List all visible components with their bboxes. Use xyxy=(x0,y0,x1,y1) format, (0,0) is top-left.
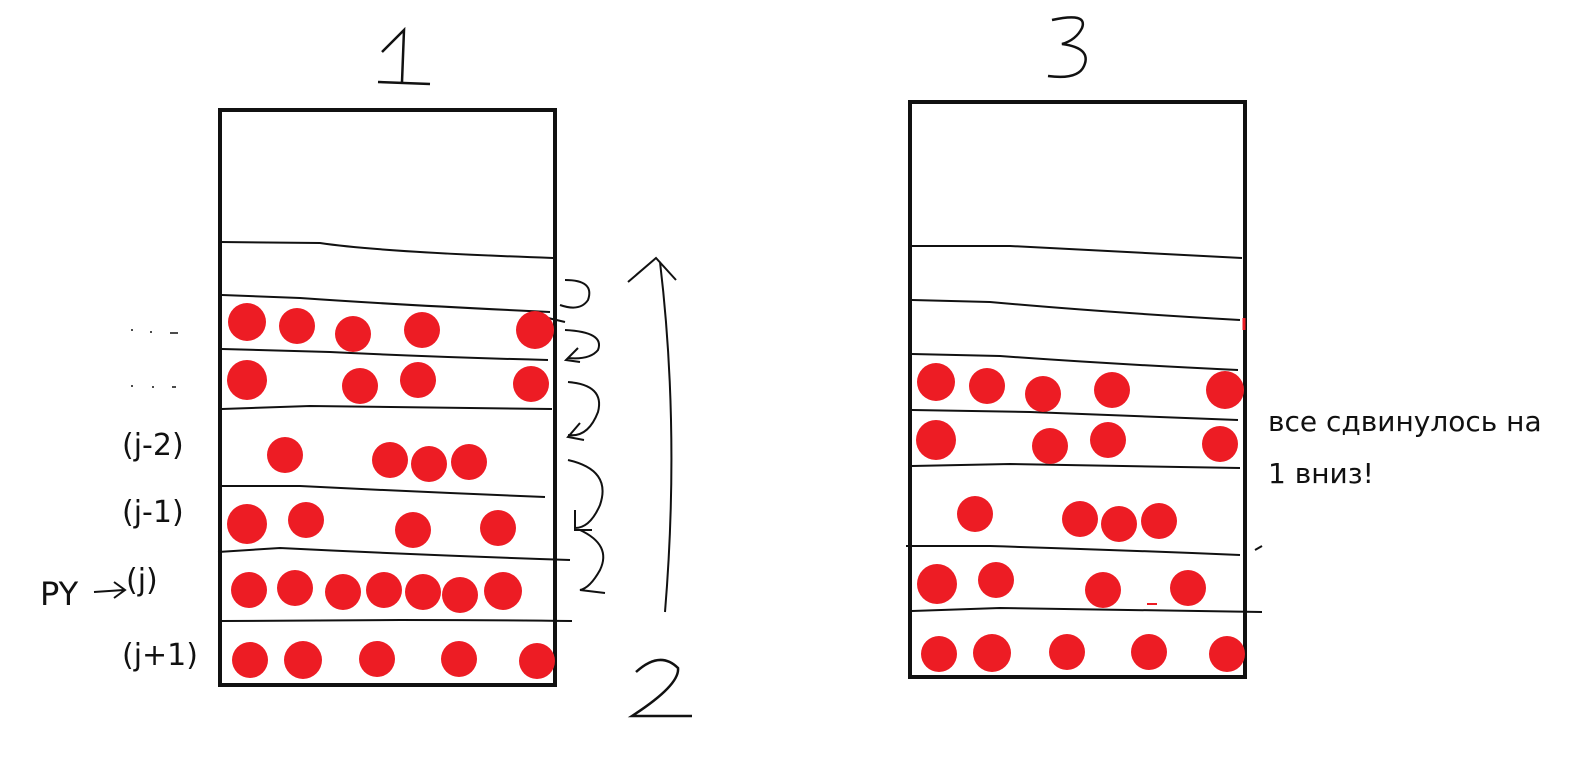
layer-line xyxy=(911,353,1239,371)
layer-line xyxy=(219,241,554,259)
ball xyxy=(232,642,268,678)
ball xyxy=(1094,372,1130,408)
shift-arrow xyxy=(547,279,591,323)
ball xyxy=(916,420,956,460)
ball xyxy=(277,570,313,606)
ball xyxy=(957,496,993,532)
shift-arrow xyxy=(579,529,606,594)
layer-line xyxy=(221,404,553,410)
ball xyxy=(1062,501,1098,537)
ball xyxy=(395,512,431,548)
row-label-j-2: (j-2) xyxy=(122,428,184,463)
ball xyxy=(442,577,478,613)
pointer-arrow xyxy=(93,581,127,599)
layer-line xyxy=(906,545,1263,556)
ball xyxy=(1085,572,1121,608)
ball xyxy=(279,308,315,344)
layer-line xyxy=(911,462,1241,469)
ball xyxy=(1141,503,1177,539)
ball xyxy=(917,564,957,604)
balls xyxy=(227,303,1245,679)
shift-arrow xyxy=(566,381,601,441)
ball xyxy=(969,368,1005,404)
ball xyxy=(372,442,408,478)
ball xyxy=(405,574,441,610)
ball xyxy=(516,311,554,349)
ball xyxy=(1101,506,1137,542)
ball xyxy=(400,362,436,398)
layer-line xyxy=(221,348,549,361)
ball xyxy=(335,316,371,352)
shift-note: все сдвинулось на 1 вниз! xyxy=(1268,396,1578,500)
ball xyxy=(480,510,516,546)
ball xyxy=(227,360,267,400)
shift-note-line-2: 1 вниз! xyxy=(1268,457,1374,490)
ball xyxy=(978,562,1014,598)
ball xyxy=(404,312,440,348)
row-label-j: (j) xyxy=(126,563,158,598)
panel-1-number-stroke xyxy=(377,26,431,86)
upward-arrow xyxy=(627,256,677,613)
shift-arrow xyxy=(563,329,601,363)
ball xyxy=(284,641,322,679)
ball xyxy=(1049,634,1085,670)
ball xyxy=(1206,371,1244,409)
ball xyxy=(411,446,447,482)
step-number-stroke xyxy=(627,658,692,718)
ball xyxy=(1202,426,1238,462)
layer-line xyxy=(222,485,546,498)
row-label-j-1: (j-1) xyxy=(122,495,184,530)
ball xyxy=(921,636,957,672)
ball xyxy=(267,437,303,473)
panel-1-frame xyxy=(218,108,557,687)
ball xyxy=(1131,634,1167,670)
ball xyxy=(1170,570,1206,606)
layer-line xyxy=(221,294,551,313)
ball xyxy=(366,572,402,608)
ball xyxy=(359,641,395,677)
row-label-j+1: (j+1) xyxy=(122,638,198,673)
layer-line xyxy=(910,245,1243,259)
layer-line xyxy=(911,606,1263,613)
layer-line xyxy=(911,409,1239,421)
ball xyxy=(231,572,267,608)
ball xyxy=(288,502,324,538)
ball xyxy=(1025,376,1061,412)
ball xyxy=(441,641,477,677)
panel-3: 3 xyxy=(906,16,1263,679)
ball xyxy=(484,572,522,610)
ball xyxy=(973,634,1011,672)
ball xyxy=(342,368,378,404)
ball xyxy=(513,366,549,402)
ellipsis-marks xyxy=(131,329,178,388)
panel-1: 1 (j-2) (j-1) (j) (j+1) PY xyxy=(40,26,677,687)
layer-line xyxy=(217,546,571,561)
ball xyxy=(1209,636,1245,672)
shift-note-line-1: все сдвинулось на xyxy=(1268,405,1542,438)
shift-arrow xyxy=(567,459,604,531)
ball xyxy=(227,504,267,544)
ball xyxy=(1090,422,1126,458)
ball xyxy=(325,574,361,610)
panel-3-frame xyxy=(908,100,1247,679)
layer-line xyxy=(911,299,1241,321)
pointer-label: PY xyxy=(40,575,79,613)
ball xyxy=(917,363,955,401)
ball xyxy=(519,643,555,679)
ball xyxy=(228,303,266,341)
ball xyxy=(1032,428,1068,464)
layer-line xyxy=(221,618,573,622)
ball xyxy=(451,444,487,480)
panel-3-number-stroke xyxy=(1047,16,1087,79)
